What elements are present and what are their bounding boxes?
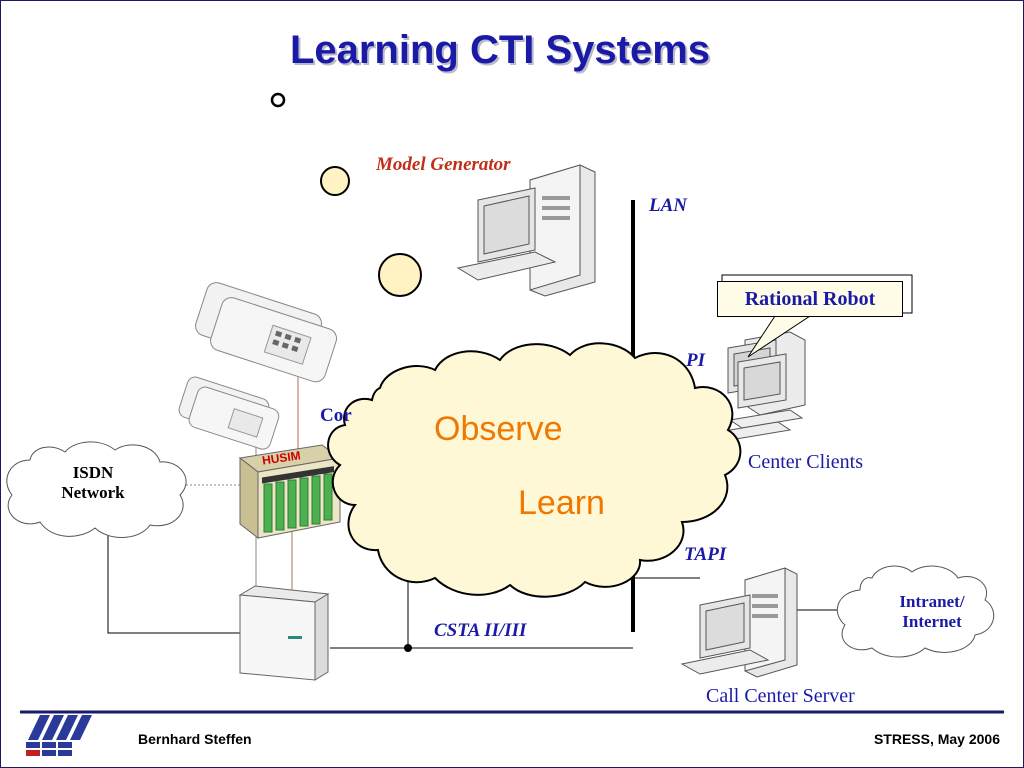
slide-title: Learning CTI Systems — [289, 28, 711, 72]
center-clients-label: Center Clients — [748, 451, 863, 473]
tapi-label: TAPI — [684, 544, 727, 565]
intranet-internet-cloud — [836, 565, 995, 658]
csta-label: CSTA II/III — [434, 620, 527, 641]
learn-text: Learn — [518, 484, 605, 522]
footer-author: Bernhard Steffen — [138, 731, 252, 747]
footer-event: STRESS, May 2006 — [873, 731, 1000, 747]
thought-bubble-small — [270, 92, 286, 108]
lan-label: LAN — [649, 195, 687, 216]
call-center-server-label: Call Center Server — [706, 685, 855, 707]
observe-learn-cloud — [327, 342, 742, 598]
isdn-to-pbx-line — [107, 505, 240, 634]
thought-bubble-medium — [320, 166, 350, 196]
csta-junction-dot — [404, 644, 412, 652]
observe-text: Observe — [434, 410, 563, 448]
isdn-label: ISDN Network — [61, 463, 125, 502]
thought-bubble-large — [378, 253, 422, 297]
call-center-clients-icon — [716, 331, 806, 441]
university-logo-icon — [26, 715, 92, 756]
rational-robot-callout: Rational Robot — [717, 281, 903, 317]
api-label: PI — [686, 350, 705, 371]
pbx-icon — [238, 585, 330, 681]
model-generator-computer-icon — [456, 164, 596, 297]
call-center-server-icon — [680, 567, 798, 678]
isdn-network-cloud — [6, 441, 187, 538]
husim-device-icon — [238, 444, 342, 540]
model-generator-label: Model Generator — [376, 154, 511, 175]
intranet-label: Intranet/ Internet — [899, 592, 965, 631]
phones-icon — [178, 282, 338, 450]
corporate-label: Cor — [320, 405, 352, 426]
